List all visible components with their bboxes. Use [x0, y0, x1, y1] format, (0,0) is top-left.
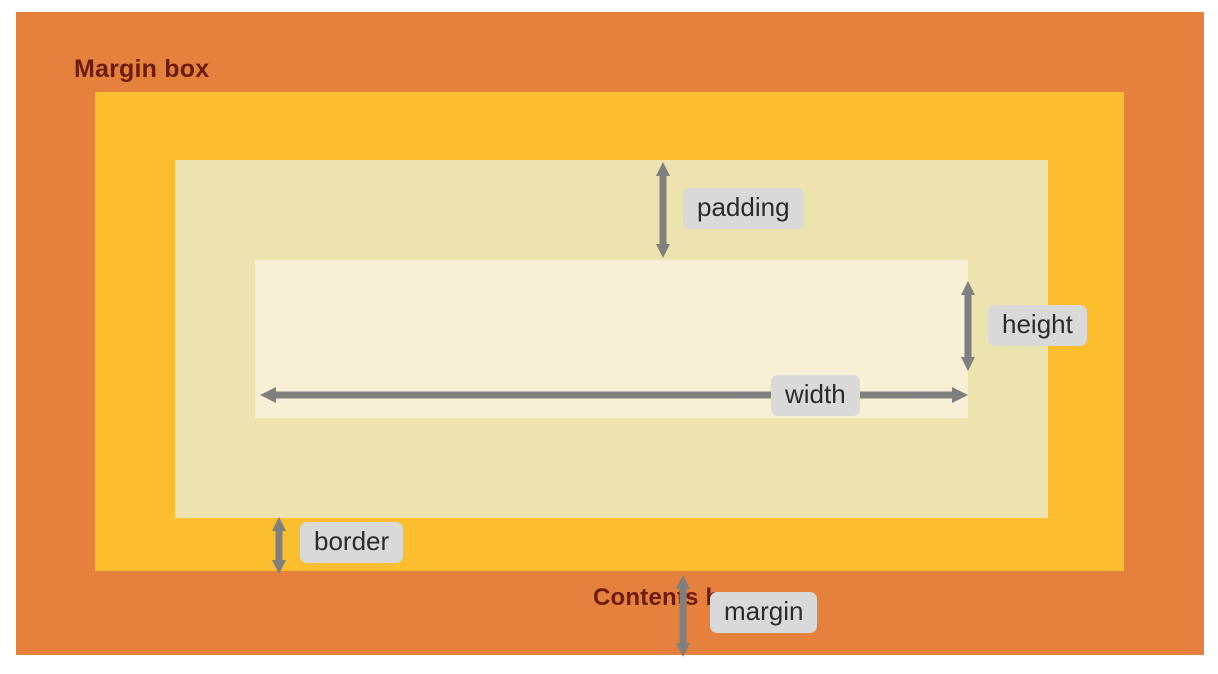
- border-label: border: [300, 522, 404, 563]
- width-label: width: [771, 375, 860, 416]
- margin-label: margin: [710, 592, 818, 633]
- height-label: height: [988, 305, 1087, 346]
- contents-box: Contents box: [255, 260, 968, 611]
- padding-label: padding: [683, 188, 804, 229]
- margin-box-label: Margin box: [74, 55, 210, 83]
- border-box: Border box Padding box Contents box: [95, 92, 1124, 611]
- padding-box: Padding box Contents box: [175, 160, 1048, 611]
